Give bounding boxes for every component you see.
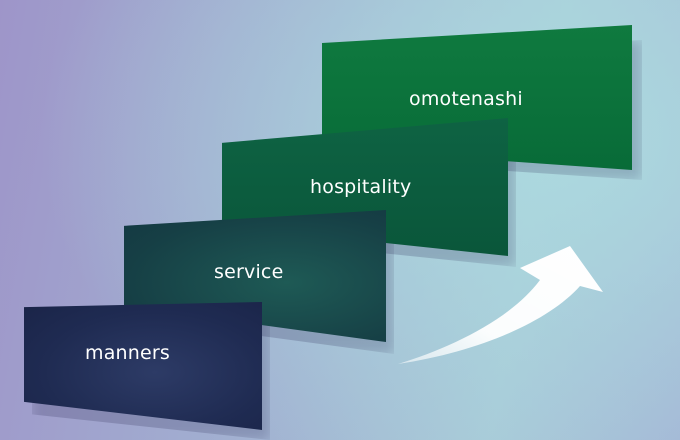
step-label-omotenashi: omotenashi xyxy=(409,88,523,110)
step-label-manners: manners xyxy=(85,342,171,364)
step-label-hospitality: hospitality xyxy=(310,176,412,198)
step-label-service: service xyxy=(214,261,284,283)
